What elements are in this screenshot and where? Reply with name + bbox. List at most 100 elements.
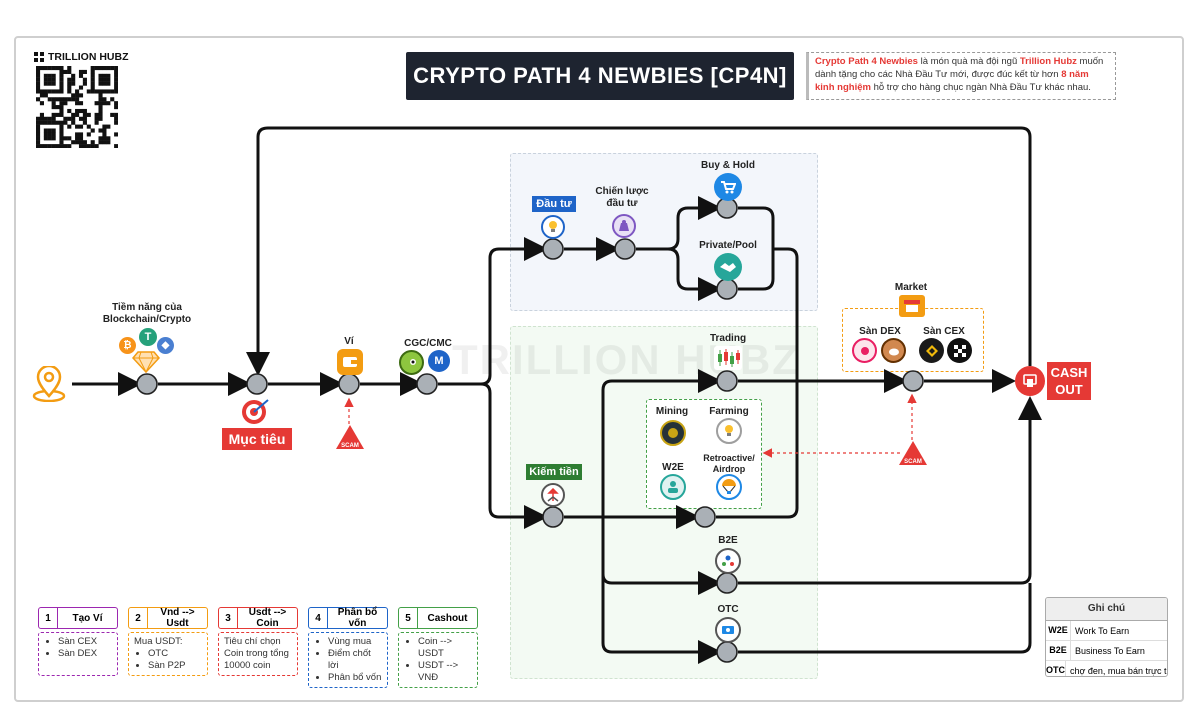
step-title: Phân bổ vốn [337, 607, 378, 629]
step-list-item: Điểm chốt lời [328, 648, 382, 672]
arrow-loop-back [246, 126, 1032, 376]
step-body: Tiêu chí chọn Coin trong tổng 10000 coin [218, 632, 298, 676]
notes-key: OTC [1046, 661, 1066, 676]
target-icon [242, 399, 269, 424]
arrow-earn-otc [601, 574, 722, 664]
step-list: Sàn CEXSàn DEX [44, 636, 112, 660]
node-b2e [716, 572, 738, 594]
arrow-earn-b2e [601, 517, 722, 595]
step-number: 3 [219, 608, 238, 628]
tether-icon: T [139, 328, 157, 346]
intro-highlight-name: Crypto Path 4 Newbies [815, 56, 918, 67]
notes-row: B2E Business To Earn [1046, 641, 1167, 661]
node-private-pool [716, 278, 738, 300]
label-retroactive: Retroactive/ Airdrop [703, 453, 755, 474]
brand-name: TRILLION HUBZ [48, 51, 129, 63]
qr-code-icon [36, 66, 118, 148]
scam-warning-icon: SCAM [899, 441, 927, 465]
step-list-item: Sàn DEX [58, 648, 112, 660]
step-list-item: Sàn P2P [148, 660, 202, 672]
step-intro: Mua USDT: [134, 636, 183, 647]
step-list-item: Sàn CEX [58, 636, 112, 648]
step-list-item: Phân bổ vốn [328, 672, 382, 684]
arrow-cgc-invest [438, 237, 548, 386]
diamond-icon [132, 351, 160, 374]
label-trading: Trading [709, 333, 747, 344]
node-earn [542, 506, 564, 528]
node-potential [136, 373, 158, 395]
step-list-item: USDT --> VNĐ [418, 660, 472, 684]
notes-value: Work To Earn [1075, 625, 1130, 636]
step-header: 4 Phân bổ vốn [308, 607, 388, 629]
node-farm-group [694, 506, 716, 528]
label-farming: Farming [709, 406, 749, 417]
node-market [902, 370, 924, 392]
step-list: OTCSàn P2P [134, 648, 202, 672]
arrow-cgc-earn [480, 382, 548, 529]
label-cashout: CASH OUT [1047, 362, 1091, 400]
wallet-icon [337, 349, 363, 375]
intro-text: Crypto Path 4 Newbies là món quà mà đội … [806, 52, 1116, 100]
step-body: Vùng muaĐiểm chốt lờiPhân bổ vốn [308, 632, 388, 688]
step-body: Sàn CEXSàn DEX [38, 632, 118, 676]
pancakeswap-icon [881, 338, 906, 363]
label-market: Market [894, 282, 928, 293]
farming-bulb-icon [716, 418, 742, 444]
step-intro: Tiêu chí chọn Coin trong tổng 10000 coin [224, 636, 289, 671]
node-wallet [338, 373, 360, 395]
arrow-b2e-cashout [738, 396, 1042, 585]
exchange-icon [715, 617, 741, 643]
step-number: 1 [39, 608, 58, 628]
step-number: 2 [129, 608, 148, 628]
atm-icon [1015, 366, 1045, 396]
label-buy-hold: Buy & Hold [701, 160, 755, 171]
page-title: CRYPTO PATH 4 NEWBIES [CP4N] [406, 52, 794, 100]
coingecko-icon [399, 350, 424, 375]
label-cex: Sàn CEX [923, 326, 965, 337]
money-bag-icon [612, 214, 636, 238]
label-potential: Tiềm năng của Blockchain/Crypto [102, 302, 192, 325]
step-5: 5CashoutCoin --> USDTUSDT --> VNĐ [398, 607, 478, 688]
step-header: 2 Vnd --> Usdt [128, 607, 208, 629]
step-1: 1 Tạo Ví Sàn CEXSàn DEX [38, 607, 118, 676]
label-invest: Đầu tư [532, 196, 576, 212]
node-buy-hold [716, 197, 738, 219]
step-title: Tạo Ví [72, 612, 103, 624]
mining-icon [660, 420, 686, 446]
arrow-otc-cashout [738, 583, 1032, 654]
arrow-earn-trading [601, 369, 722, 517]
label-dex: Sàn DEX [859, 326, 901, 337]
airdrop-icon [716, 474, 742, 500]
label-wallet: Ví [344, 336, 354, 347]
handshake-icon [714, 253, 742, 281]
ethereum-icon: ◆ [157, 337, 174, 354]
step-title: Vnd --> Usdt [160, 607, 195, 629]
notes-row: OTC chợ đen, mua bán trực tiếp [1046, 661, 1168, 676]
node-cgc-cmc [416, 373, 438, 395]
coinmarketcap-icon: M [428, 350, 450, 372]
notes-value: Business To Earn [1075, 645, 1145, 656]
label-cgc-cmc: CGC/CMC [404, 338, 452, 349]
intro-text-2: muốn dành tặng cho các Nhà Đầu Tư mới, đ… [815, 56, 1104, 80]
step-number: 4 [309, 608, 328, 628]
label-strategy: Chiến lược đầu tư [595, 186, 649, 209]
label-earn: Kiếm tiền [526, 464, 582, 480]
label-mining: Mining [655, 406, 689, 417]
notes-value: chợ đen, mua bán trực tiếp [1070, 665, 1168, 676]
location-pin-icon [32, 366, 66, 402]
okx-icon [947, 338, 972, 363]
notes-title: Ghi chú [1046, 598, 1167, 621]
node-strategy [614, 238, 636, 260]
uniswap-icon [852, 338, 877, 363]
step-header: 1 Tạo Ví [38, 607, 118, 629]
notes-key: B2E [1046, 641, 1071, 660]
